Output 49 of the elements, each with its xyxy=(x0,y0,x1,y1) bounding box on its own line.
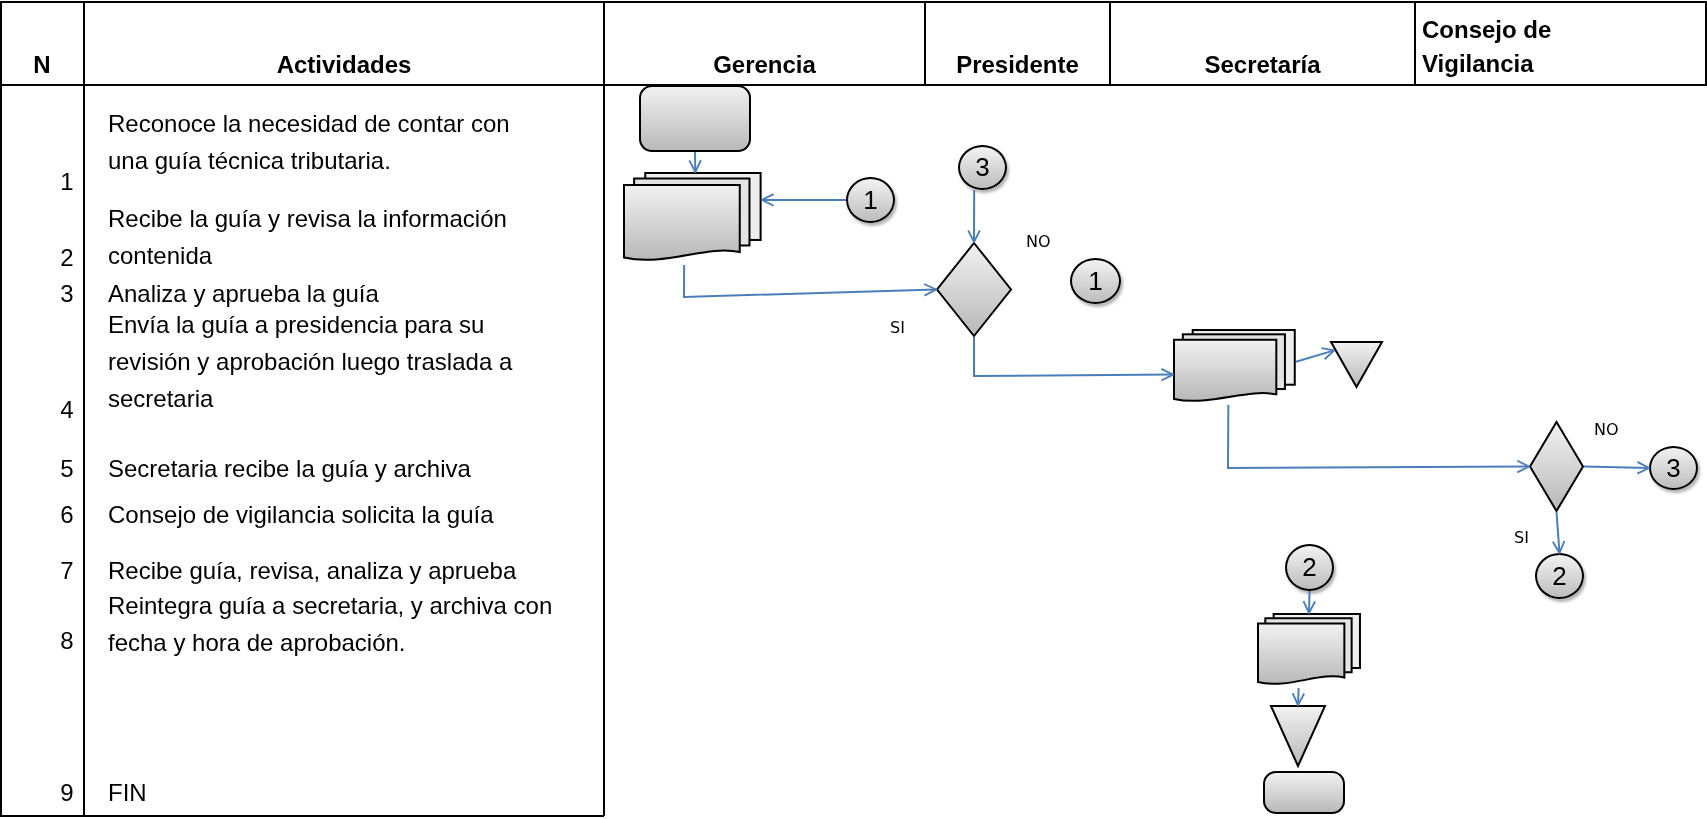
column-header: N xyxy=(32,50,52,80)
column-header: Secretaría xyxy=(1203,50,1322,80)
connector-arrow xyxy=(973,336,1174,382)
terminal-box xyxy=(639,85,751,152)
connector-circle: 1 xyxy=(846,177,895,223)
connector-circle: 1 xyxy=(1070,258,1121,304)
row-number: 1 xyxy=(59,167,75,197)
row-number: 9 xyxy=(59,778,75,808)
archive-triangle xyxy=(1330,341,1383,388)
activity-text: Analiza y aprueba la guía xyxy=(108,279,380,309)
activity-text: Recibe guía, revisa, analiza y aprueba xyxy=(108,556,518,586)
multi-document-shape xyxy=(1257,613,1361,688)
activity-text: Reconoce la necesidad de contar con una guía técnica tributaria. xyxy=(108,109,511,176)
activity-text: Reintegra guía a secretaria, y archiva con fecha y hora de aprobación. xyxy=(108,591,553,658)
row-number: 2 xyxy=(59,243,75,273)
connector-arrow xyxy=(1295,347,1336,363)
connector-arrow xyxy=(967,189,981,243)
connector-arrow xyxy=(1583,460,1650,475)
connector-circle: 3 xyxy=(958,145,1007,190)
row-number: 3 xyxy=(59,279,75,309)
activity-text: Secretaria recibe la guía y archiva xyxy=(108,454,472,484)
activity-text: Recibe la guía y revisa la información contenida xyxy=(108,204,508,271)
activity-text: Consejo de vigilancia solicita la guía xyxy=(108,500,495,530)
decision-diamond xyxy=(936,242,1012,337)
connector-arrow xyxy=(688,151,702,173)
column-header: Consejo de Vigilancia xyxy=(1422,15,1553,79)
terminal-box xyxy=(1263,771,1345,814)
multi-document-shape xyxy=(1173,329,1296,405)
decision-diamond xyxy=(1529,421,1584,512)
connector-circle: 2 xyxy=(1285,544,1334,591)
row-number: 8 xyxy=(59,626,75,656)
connector-arrow xyxy=(761,193,847,207)
connector-arrow xyxy=(1302,590,1317,614)
column-header: Gerencia xyxy=(712,50,817,80)
column-header: Actividades xyxy=(275,50,413,80)
row-number: 5 xyxy=(59,454,75,484)
archive-triangle xyxy=(1270,705,1326,767)
column-header: Presidente xyxy=(955,50,1080,80)
connector-arrow xyxy=(683,264,937,299)
connector-arrow xyxy=(1227,404,1530,474)
activity-text: Envía la guía a presidencia para su revisión y aprobación luego traslada a secretaria xyxy=(108,310,514,414)
connector-arrow xyxy=(1291,687,1306,706)
connector-circle: 3 xyxy=(1649,446,1698,490)
activity-text: FIN xyxy=(108,778,148,808)
row-number: 7 xyxy=(59,556,75,586)
row-number: 4 xyxy=(59,395,75,425)
connector-circle: 2 xyxy=(1535,553,1584,599)
row-number: 6 xyxy=(59,500,75,530)
connector-arrow xyxy=(1551,511,1566,554)
